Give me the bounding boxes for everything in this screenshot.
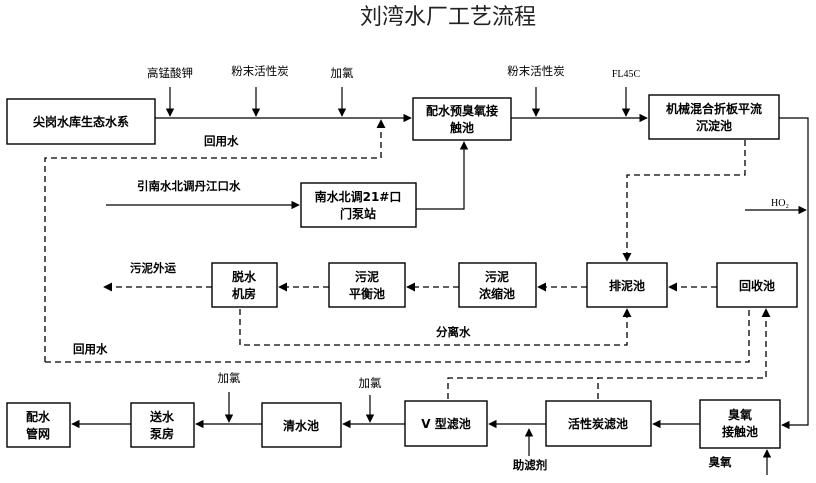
box-preozone-line2: 触池 bbox=[450, 120, 474, 135]
box-dewater-line1: 脱水 bbox=[232, 269, 257, 284]
box-sedimentation: 机械混合折板平流 沉淀池 bbox=[648, 94, 780, 140]
box-distribution-line1: 配水 bbox=[26, 409, 51, 424]
box-sedimentation-line1: 机械混合折板平流 bbox=[666, 101, 762, 116]
box-ozone-contact-line2: 接触池 bbox=[722, 424, 758, 439]
box-ozone-contact-line1: 臭氧 bbox=[728, 407, 752, 422]
box-preozone-contact: 配水预臭氧接 触池 bbox=[412, 97, 512, 141]
main-flow-lines bbox=[71, 87, 809, 475]
label-separated-water: 分离水 bbox=[436, 325, 471, 339]
box-clear-well-label: 清水池 bbox=[283, 418, 319, 433]
label-pac-1: 粉末活性炭 bbox=[231, 64, 289, 78]
box-thickener-line1: 污泥 bbox=[485, 269, 509, 284]
box-delivery-pump: 送水 泵房 bbox=[130, 402, 195, 448]
label-reuse-water-1: 回用水 bbox=[204, 134, 239, 148]
box-v-filter: V 型滤池 bbox=[404, 400, 488, 447]
label-reuse-water-2: 回用水 bbox=[73, 342, 108, 356]
box-ozone-contact: 臭氧 接触池 bbox=[699, 399, 781, 449]
box-v-filter-label: V 型滤池 bbox=[421, 416, 470, 431]
box-pump-station-line2: 门泵站 bbox=[340, 206, 376, 221]
box-dewater: 脱水 机房 bbox=[211, 262, 278, 308]
box-balance-line1: 污泥 bbox=[355, 269, 379, 284]
label-kmno4: 高锰酸钾 bbox=[147, 66, 193, 80]
box-distribution-line2: 管网 bbox=[26, 426, 50, 441]
label-chlorine-1: 加氯 bbox=[331, 66, 354, 80]
diagram-title: 刘湾水厂工艺流程 bbox=[360, 5, 536, 30]
box-clear-well: 清水池 bbox=[261, 402, 342, 448]
box-reservoir-label: 尖岗水库生态水系 bbox=[33, 114, 129, 129]
label-sludge-out: 污泥外运 bbox=[130, 261, 176, 275]
box-delivery-pump-line2: 泵房 bbox=[150, 426, 174, 441]
box-distribution: 配水 管网 bbox=[6, 402, 71, 448]
label-pac-2: 粉末活性炭 bbox=[507, 64, 565, 78]
box-delivery-pump-line1: 送水 bbox=[149, 409, 175, 424]
box-pump-station-line1: 南水北调21#口 bbox=[315, 189, 402, 204]
label-fl45c: FL45C bbox=[612, 69, 641, 80]
box-recovery: 回收池 bbox=[716, 262, 798, 308]
box-sedimentation-line2: 沉淀池 bbox=[696, 118, 732, 133]
box-dewater-line2: 机房 bbox=[232, 286, 256, 301]
sludge-return-lines bbox=[44, 119, 771, 399]
box-pump-station: 南水北调21#口 门泵站 bbox=[300, 182, 417, 228]
box-recovery-label: 回收池 bbox=[739, 278, 775, 293]
box-balance: 污泥 平衡池 bbox=[328, 262, 406, 308]
box-sludge-drain: 排泥池 bbox=[586, 262, 668, 308]
label-diversion-water: 引南水北调丹江口水 bbox=[137, 179, 241, 193]
box-sludge-drain-label: 排泥池 bbox=[609, 278, 645, 293]
box-preozone-line1: 配水预臭氧接 bbox=[426, 103, 498, 118]
box-carbon-filter-label: 活性炭滤池 bbox=[568, 416, 628, 431]
box-thickener-line2: 浓缩池 bbox=[479, 286, 515, 301]
label-ho2: HO₂ bbox=[771, 198, 789, 209]
box-carbon-filter: 活性炭滤池 bbox=[545, 400, 652, 447]
box-thickener: 污泥 浓缩池 bbox=[458, 262, 537, 308]
box-balance-line2: 平衡池 bbox=[349, 286, 385, 301]
box-reservoir: 尖岗水库生态水系 bbox=[6, 98, 156, 145]
label-filter-aid: 助滤剂 bbox=[513, 458, 548, 472]
label-ozone: 臭氧 bbox=[709, 455, 732, 469]
label-chlorine-2: 加氯 bbox=[218, 371, 241, 385]
label-chlorine-3: 加氯 bbox=[359, 376, 382, 390]
